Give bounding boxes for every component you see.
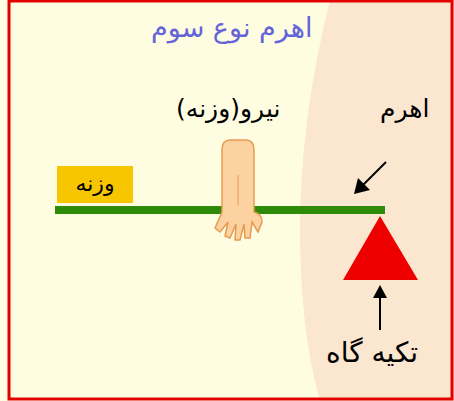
pointer-arrow xyxy=(373,285,387,330)
frame-border xyxy=(9,1,452,399)
diagram-title: اهرم نوع سوم xyxy=(151,12,312,44)
weight-box: وزنه xyxy=(57,166,133,203)
hand-symbol xyxy=(215,140,262,240)
node-label: وزنه xyxy=(75,171,114,197)
fulcrum-label: تکیه گاه xyxy=(326,336,418,370)
force-label: نیرو(وزنه) xyxy=(176,94,280,124)
shaded-region xyxy=(300,0,454,401)
fulcrum-triangle xyxy=(343,216,418,280)
lever-label: اهرم xyxy=(380,94,429,124)
pointer-arrow xyxy=(354,162,386,194)
lever-bar xyxy=(55,206,385,214)
